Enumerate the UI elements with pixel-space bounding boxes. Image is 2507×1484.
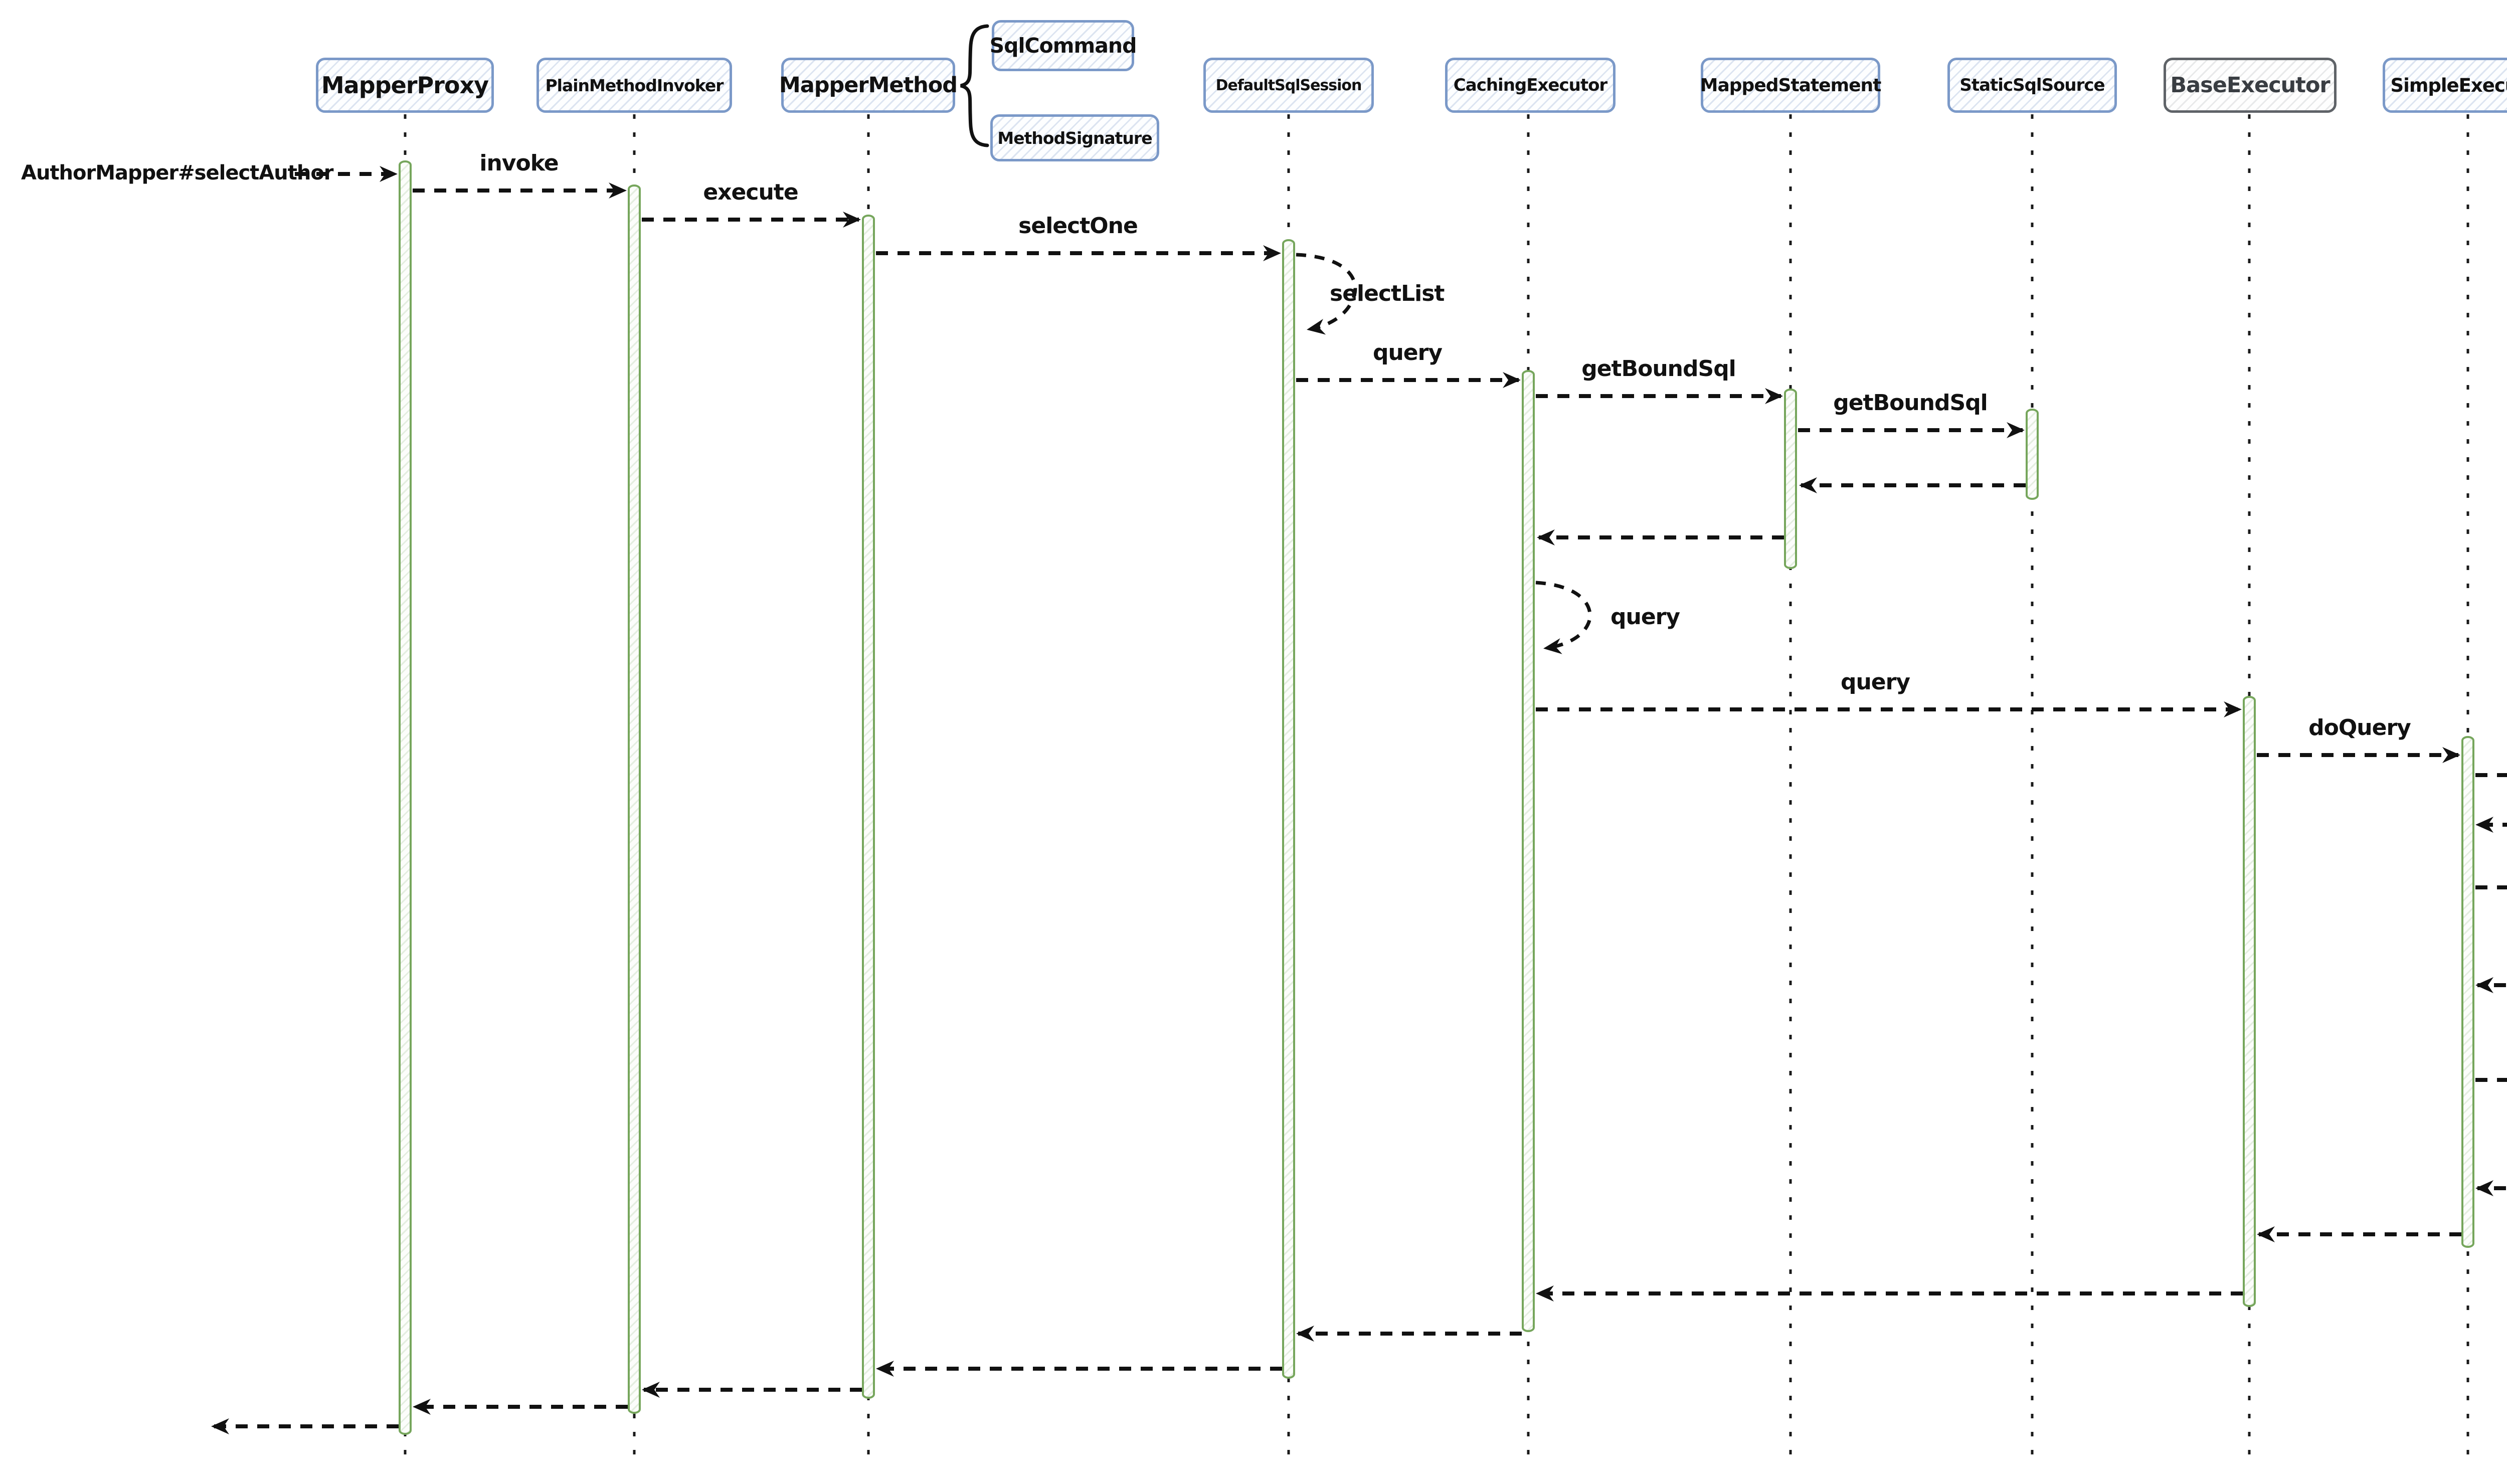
grouping-brace xyxy=(960,24,989,147)
act-mapped-statement xyxy=(1784,389,1797,569)
message-label-query-executor: query xyxy=(1840,669,1910,695)
participant-box-method-signature: MethodSignature xyxy=(990,114,1159,161)
message-label-selectOne: selectOne xyxy=(1018,213,1138,239)
participant-box-caching-executor: CachingExecutor xyxy=(1445,58,1616,113)
participant-box-static-sql-source: StaticSqlSource xyxy=(1947,58,2117,113)
participant-box-mapper-method: MapperMethod xyxy=(779,58,958,113)
self-call-query-self xyxy=(1535,581,1592,654)
participant-box-sql-command: SqlCommand xyxy=(990,20,1137,71)
act-base-executor xyxy=(2243,696,2256,1307)
participant-box-default-sql-session: DefaultSqlSession xyxy=(1203,58,1374,113)
message-label-invoke: invoke xyxy=(479,150,559,176)
message-label-doQuery: doQuery xyxy=(2308,715,2411,740)
act-caching-executor xyxy=(1522,370,1535,1332)
participant-box-mapped-statement: MappedStatement xyxy=(1700,58,1881,113)
participant-box-mapper-proxy: MapperProxy xyxy=(316,58,494,113)
act-static-sql-source xyxy=(2026,409,2039,500)
message-label-prepare: prepare xyxy=(2403,735,2507,761)
message-label-execute: execute xyxy=(703,179,798,205)
message-label-getBoundSql-1: getBoundSql xyxy=(1581,356,1736,382)
message-label-getBoundSql-2: getBoundSql xyxy=(1833,390,1988,416)
act-plain-method-invoker xyxy=(628,184,641,1414)
participant-box-simple-executor: SimpleExecutor xyxy=(2383,58,2507,113)
act-mapper-proxy xyxy=(399,160,412,1435)
found-message-label: AuthorMapper#selectAuthor xyxy=(21,161,334,184)
act-simple-executor xyxy=(2461,736,2474,1248)
participant-box-plain-method-invoker: PlainMethodInvoker xyxy=(536,58,732,113)
self-call-selectList-self xyxy=(1296,253,1357,335)
message-label-query-session: query xyxy=(1372,340,1443,365)
act-default-sql-session xyxy=(1282,239,1295,1379)
act-mapper-method xyxy=(862,215,875,1399)
selectList-label: selectList xyxy=(1330,281,1445,306)
query-self-label: query xyxy=(1610,604,1680,630)
participant-box-base-executor: BaseExecutor xyxy=(2164,58,2337,113)
